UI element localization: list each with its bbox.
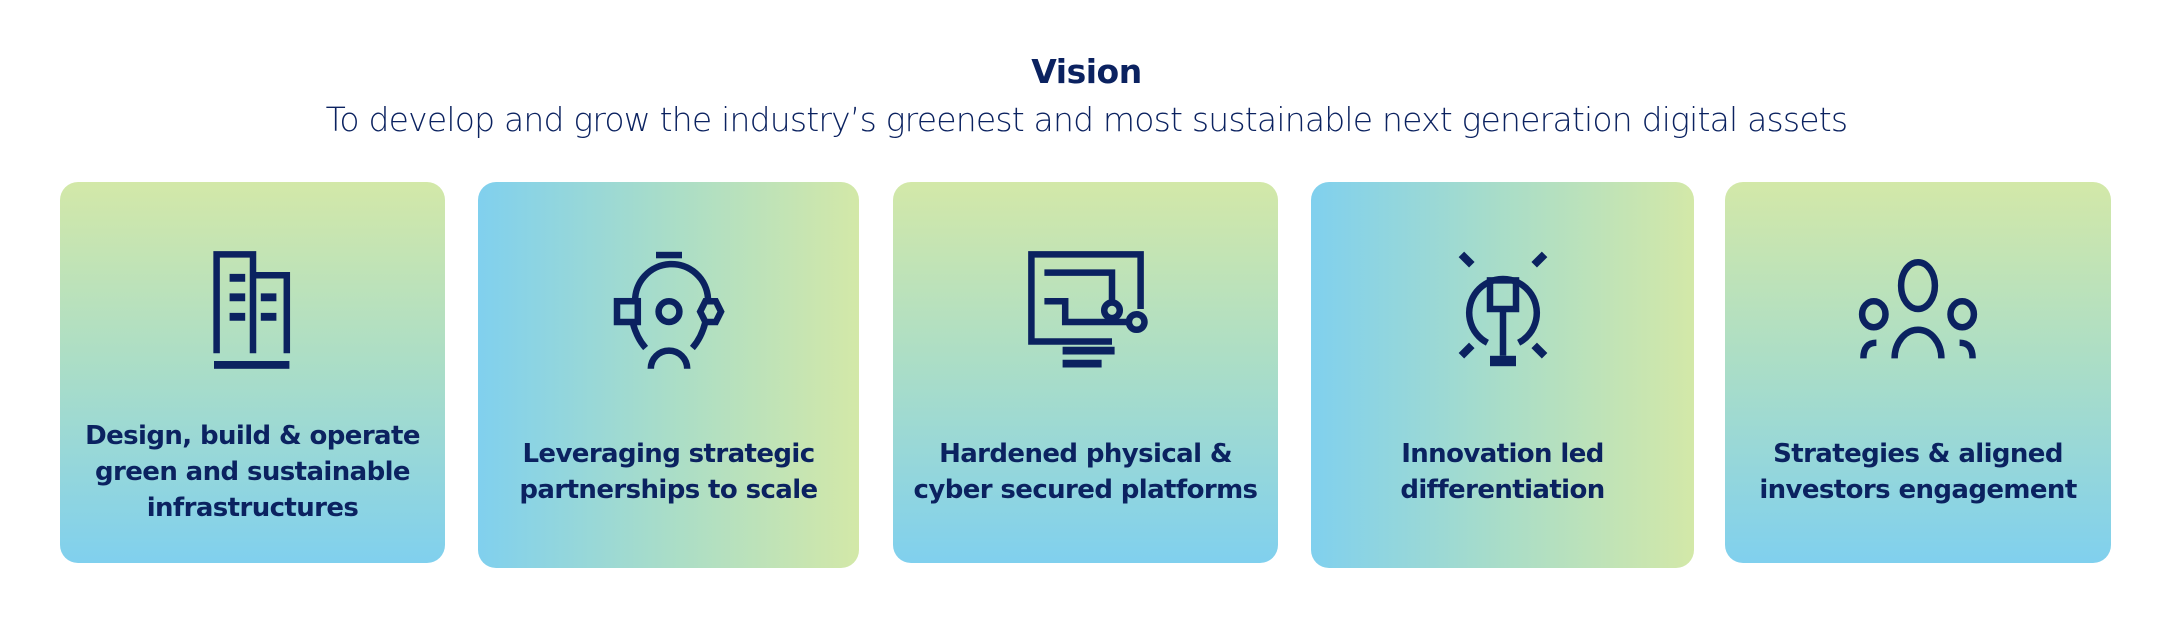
card-innovation: Innovation led differentiation [1311, 182, 1694, 568]
label-line: cyber secured platforms [913, 475, 1258, 505]
lightbulb-innovation-icon [1438, 244, 1568, 374]
card-label: Strategies & aligned investors engagemen… [1735, 417, 2101, 527]
card-label: Innovation led differentiation [1321, 417, 1684, 527]
card-security: Hardened physical & cyber secured platfo… [893, 182, 1278, 563]
investors-group-icon [1853, 244, 1983, 374]
vision-title: Vision [1031, 52, 1142, 91]
building-icon [188, 244, 318, 374]
partnership-network-icon [604, 244, 734, 374]
secure-monitor-circuit-icon [1021, 244, 1151, 374]
label-line: investors engagement [1759, 475, 2077, 505]
label-line: Hardened physical & [939, 439, 1232, 469]
label-line: Design, build & operate [85, 421, 420, 451]
label-line: partnerships to scale [519, 475, 818, 505]
label-line: Innovation led [1401, 439, 1604, 469]
card-label: Hardened physical & cyber secured platfo… [903, 417, 1268, 527]
label-line: Leveraging strategic [522, 439, 815, 469]
card-label: Leveraging strategic partnerships to sca… [488, 417, 849, 527]
label-line: green and sustainable [95, 457, 411, 487]
card-infrastructure: Design, build & operate green and sustai… [60, 182, 445, 563]
label-line: Strategies & aligned [1773, 439, 2063, 469]
card-partnerships: Leveraging strategic partnerships to sca… [478, 182, 859, 568]
card-label: Design, build & operate green and sustai… [70, 417, 435, 527]
label-line: infrastructures [146, 493, 359, 523]
label-line: differentiation [1400, 475, 1605, 505]
vision-statement: To develop and grow the industry’s green… [325, 100, 1848, 139]
card-investors: Strategies & aligned investors engagemen… [1725, 182, 2111, 563]
